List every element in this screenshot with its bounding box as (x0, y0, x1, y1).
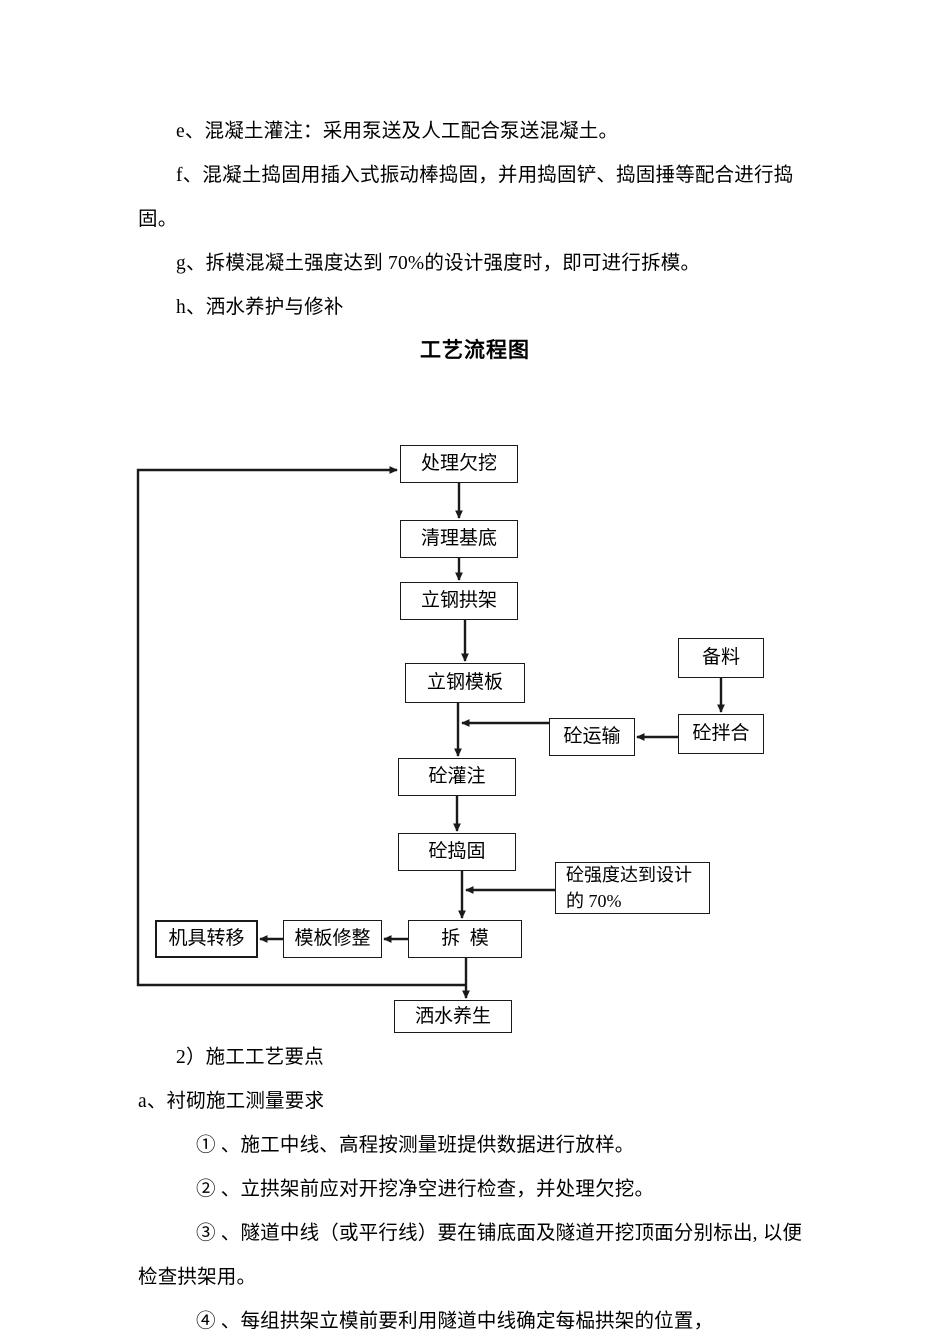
paragraph-p-1: ① 、施工中线、高程按测量班提供数据进行放样。 (196, 1135, 635, 1156)
paragraph-p-3: ③ 、隧道中线（或平行线）要在铺底面及隧道开挖顶面分别标出, 以便 检查拱架用。 (138, 1223, 803, 1288)
paragraph-p-g: g、拆模混凝土强度达到 70%的设计强度时，即可进行拆模。 (176, 253, 701, 274)
paragraph-p-4: ④ 、每组拱架立模前要利用隧道中线确定每榀拱架的位置， (196, 1311, 714, 1332)
flow-node-n11[interactable]: 拆 模 (408, 920, 522, 958)
flow-node-n3[interactable]: 立钢拱架 (400, 582, 518, 620)
paragraph-p-2: 2）施工工艺要点 (176, 1047, 324, 1068)
flow-node-n5[interactable]: 备料 (678, 638, 764, 678)
flow-node-n6[interactable]: 砼拌合 (678, 714, 764, 754)
paragraph-p-a: a、衬砌施工测量要求 (138, 1091, 325, 1112)
paragraph-p-f: f、混凝土捣固用插入式振动棒捣固，并用捣固铲、捣固捶等配合进行捣 固。 (138, 165, 794, 230)
flow-node-n4[interactable]: 立钢模板 (405, 663, 525, 703)
flow-node-n8[interactable]: 砼灌注 (398, 758, 516, 796)
flow-node-n7[interactable]: 砼运输 (549, 718, 635, 756)
flow-node-n13[interactable]: 机具转移 (155, 920, 258, 958)
paragraph-p-2b: ② 、立拱架前应对开挖净空进行检查，并处理欠挖。 (196, 1179, 655, 1200)
flow-node-n9[interactable]: 砼捣固 (398, 833, 516, 871)
flow-node-n14[interactable]: 洒水养生 (394, 1000, 512, 1033)
flow-node-n12[interactable]: 模板修整 (283, 920, 382, 958)
flowchart-title: 工艺流程图 (420, 339, 530, 362)
flow-node-n1[interactable]: 处理欠挖 (400, 445, 518, 483)
paragraph-p-e: e、混凝土灌注：采用泵送及人工配合泵送混凝土。 (176, 121, 619, 142)
flow-node-n10[interactable]: 砼强度达到设计 的 70% (555, 862, 710, 914)
flow-node-n2[interactable]: 清理基底 (400, 520, 518, 558)
paragraph-p-h: h、洒水养护与修补 (176, 297, 344, 318)
